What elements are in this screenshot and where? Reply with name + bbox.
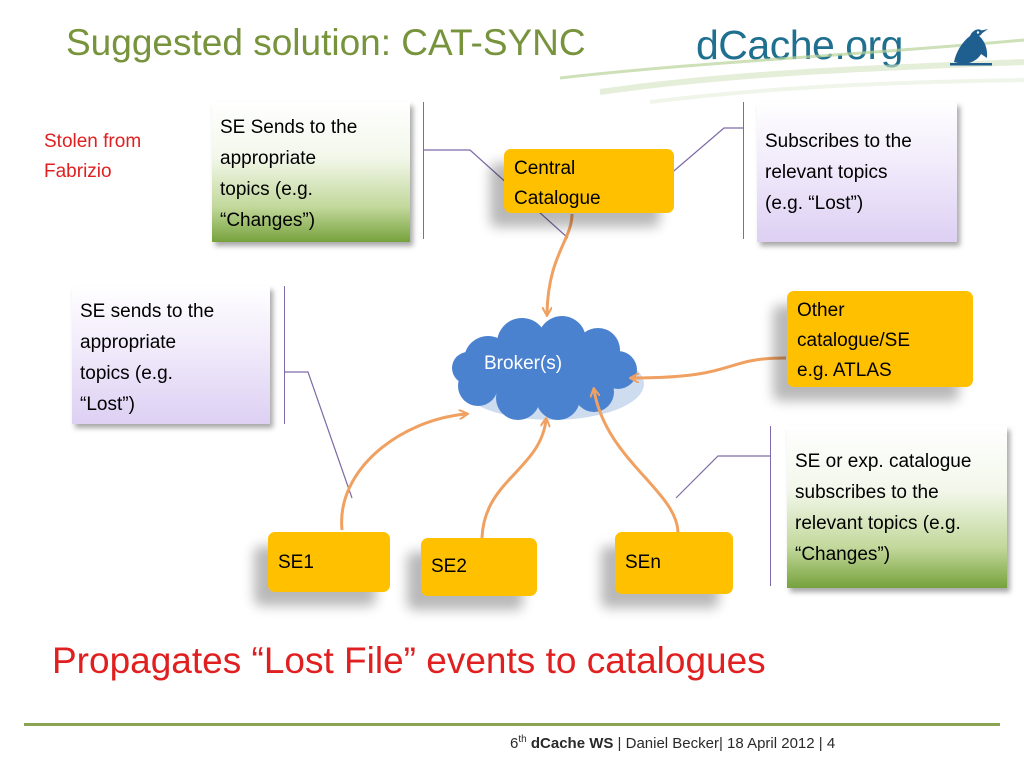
- note-line: relevant topics (e.g.: [795, 513, 961, 534]
- callout-bracket: [423, 102, 424, 239]
- arrow-sen-to-broker: [594, 390, 680, 533]
- source-annotation: Stolen from Fabrizio: [44, 127, 184, 187]
- note-line: topics (e.g.: [80, 363, 173, 384]
- arrow-se2-to-broker: [480, 420, 546, 539]
- note-line: appropriate: [220, 148, 317, 169]
- node-label: SEn: [625, 552, 661, 573]
- note-subscribes-changes: SE or exp. catalogue subscribes to the r…: [787, 426, 1007, 588]
- note-line: (e.g. “Lost”): [765, 193, 864, 214]
- slide-title: Suggested solution: CAT-SYNC: [66, 22, 586, 63]
- node-label: catalogue/SE: [797, 330, 911, 351]
- footer-edition: 6: [510, 735, 519, 752]
- broker-label: Broker(s): [484, 353, 563, 374]
- footer-event: dCache WS: [530, 735, 614, 752]
- node-label: Other: [797, 300, 845, 321]
- arrow-other-to-broker: [632, 356, 787, 378]
- broker-cloud-shape: [452, 316, 644, 420]
- bird-icon: [950, 29, 992, 66]
- node-se2: SE2: [421, 538, 537, 596]
- arrow-se1-to-broker: [340, 414, 466, 531]
- note-line: SE Sends to the: [220, 117, 358, 138]
- callout-bracket: [284, 286, 285, 424]
- note-line: “Changes”): [220, 210, 316, 231]
- note-se-sends-lost: SE sends to the appropriate topics (e.g.…: [72, 286, 270, 424]
- note-se-sends-changes: SE Sends to the appropriate topics (e.g.…: [212, 102, 410, 242]
- note-line: appropriate: [80, 332, 177, 353]
- note-line: SE or exp. catalogue: [795, 451, 972, 472]
- note-line: Subscribes to the: [765, 131, 912, 152]
- note-line: topics (e.g.: [220, 179, 313, 200]
- note-line: “Changes”): [795, 544, 891, 565]
- note-subscribes-lost: Subscribes to the relevant topics (e.g. …: [757, 102, 957, 242]
- annotation-line: Stolen from: [44, 131, 142, 152]
- node-label: Central: [514, 158, 576, 179]
- note-line: SE sends to the: [80, 301, 215, 322]
- note-line: relevant topics: [765, 162, 888, 183]
- node-sen: SEn: [615, 532, 733, 594]
- node-other-catalogue: Other catalogue/SE e.g. ATLAS: [787, 291, 973, 387]
- callout-bracket: [770, 426, 771, 586]
- slide-headline: Propagates “Lost File” events to catalog…: [52, 640, 766, 681]
- callout-bracket: [743, 102, 744, 239]
- slide-footer: 6th dCache WS | Daniel Becker| 18 April …: [510, 734, 835, 752]
- footer-details: | Daniel Becker| 18 April 2012 | 4: [613, 735, 836, 752]
- node-label: SE2: [431, 556, 467, 577]
- note-line: “Lost”): [80, 394, 135, 415]
- node-label: e.g. ATLAS: [797, 360, 892, 381]
- node-central-catalogue: Central Catalogue: [504, 149, 674, 213]
- node-label: SE1: [278, 552, 314, 573]
- note-line: subscribes to the: [795, 482, 939, 503]
- node-se1: SE1: [268, 532, 390, 592]
- dcache-logo-text: dCache.org: [696, 22, 903, 68]
- annotation-line: Fabrizio: [44, 161, 112, 182]
- footer-rule: [24, 723, 1000, 726]
- node-label: Catalogue: [514, 188, 601, 209]
- arrow-central-to-broker: [547, 213, 574, 314]
- footer-edition-sup: th: [518, 734, 527, 745]
